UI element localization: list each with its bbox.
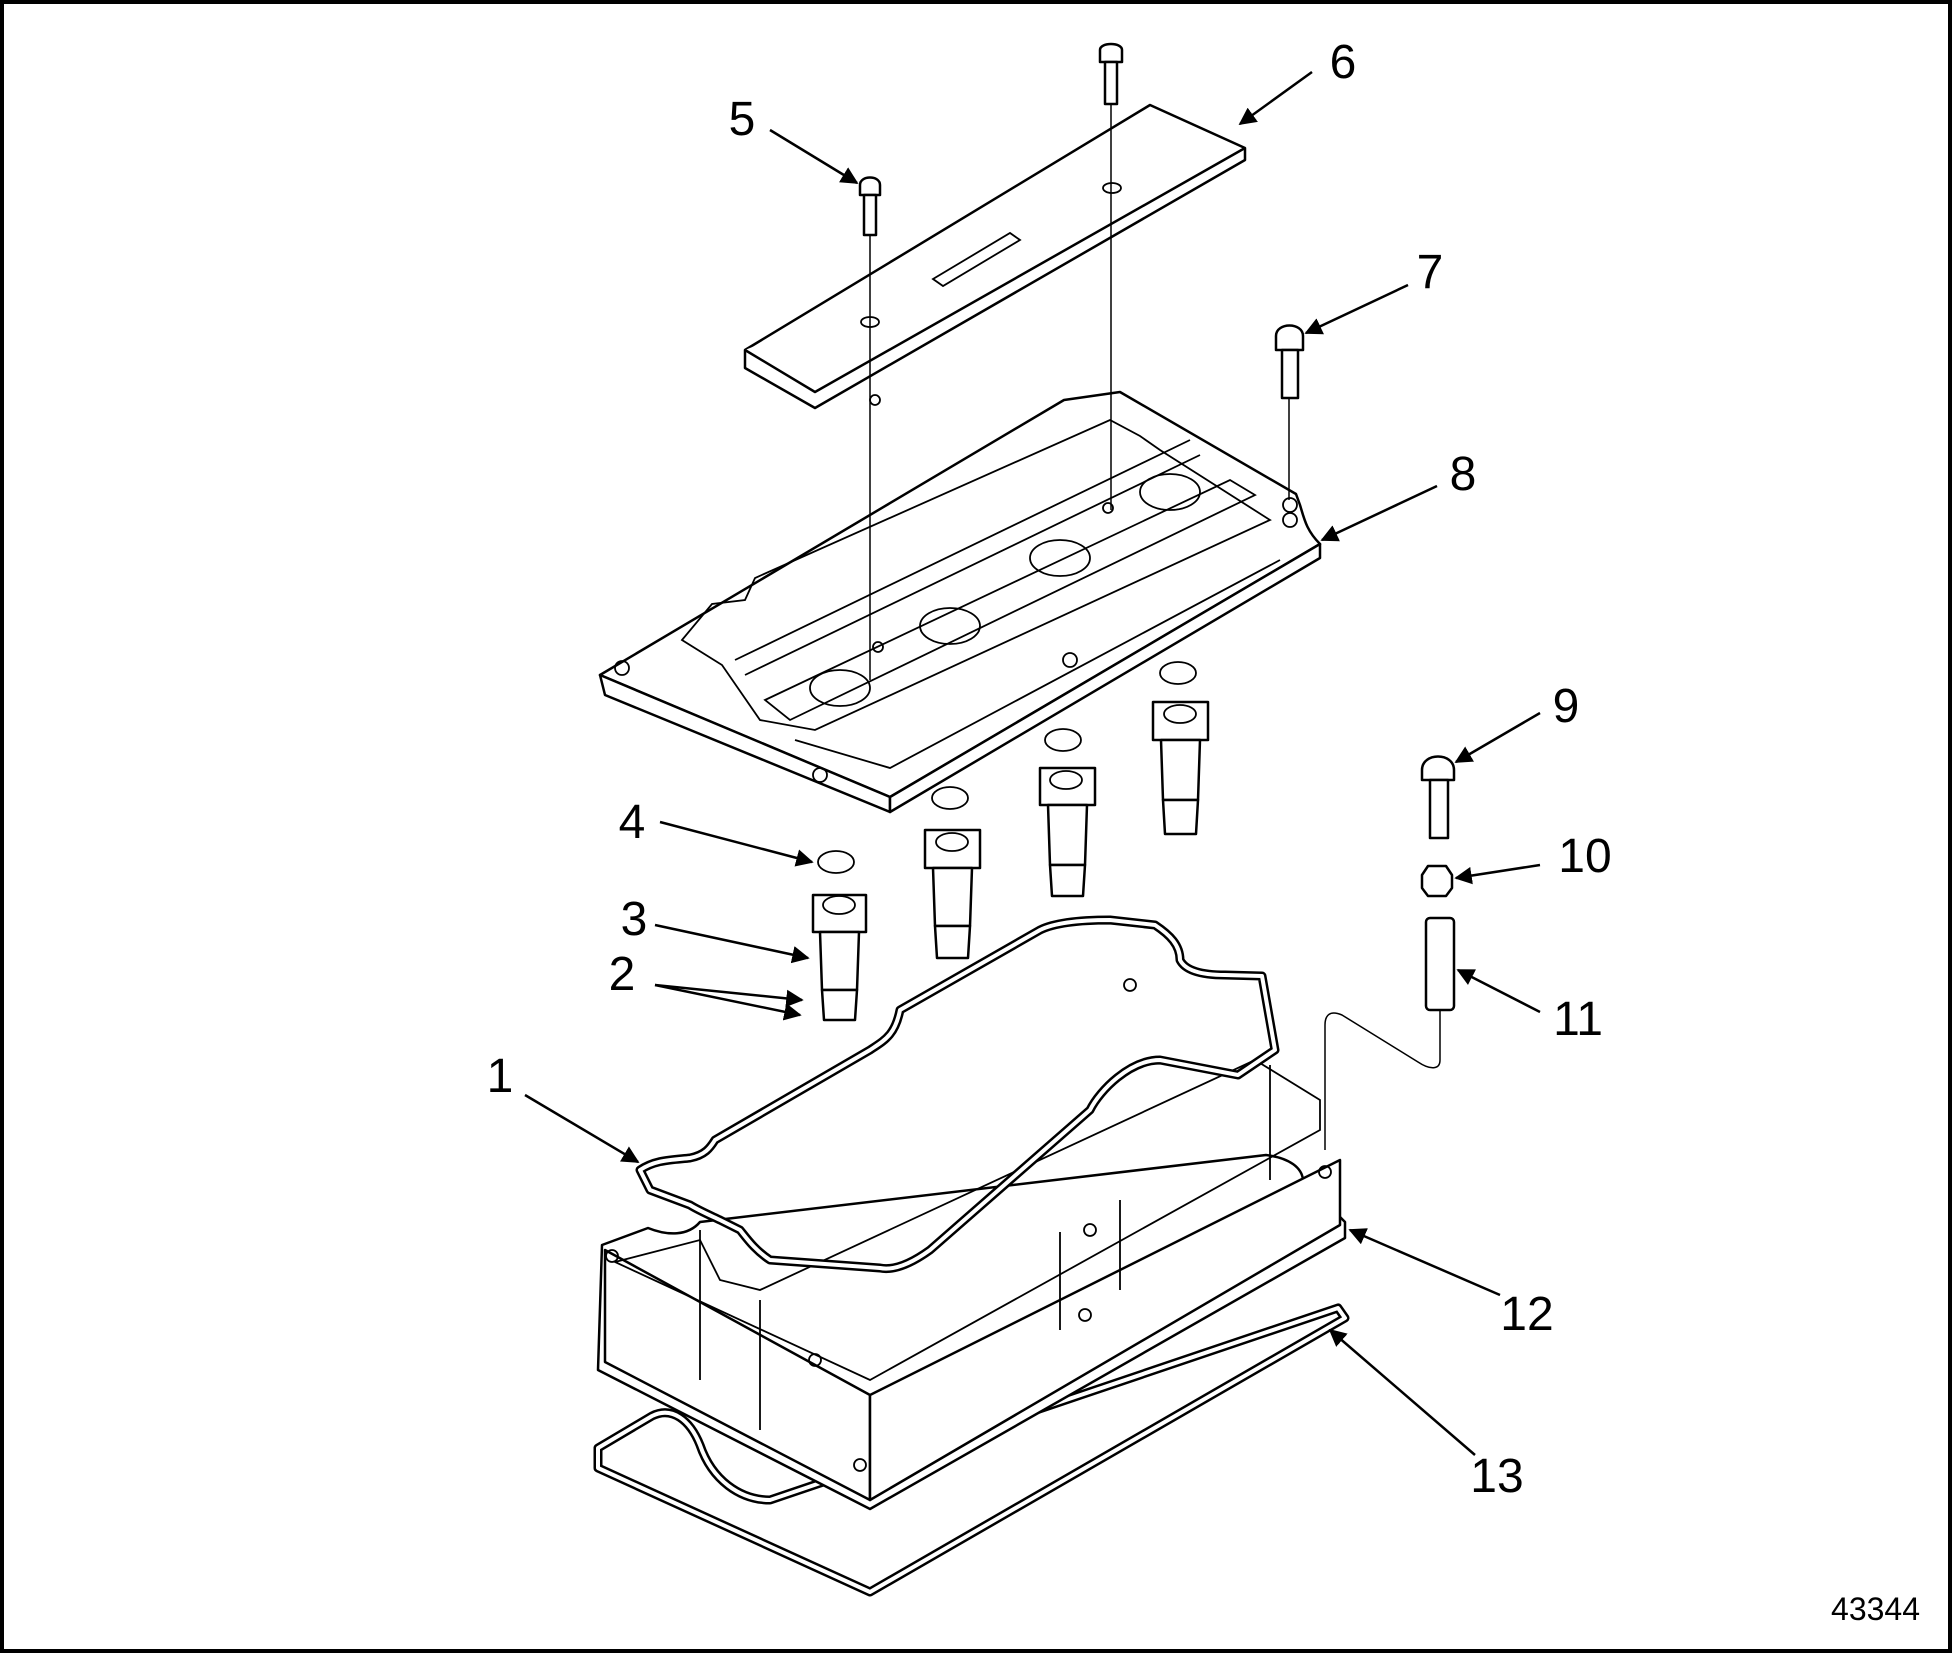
callout-labels: 1 2 3 4 5 6 7 8 9 10 11 12 13 <box>487 36 1612 1503</box>
top-plate-6 <box>743 103 1247 410</box>
injector-sleeve-3 <box>1038 728 1097 898</box>
injector-sleeve-2 <box>923 786 982 960</box>
callout-5: 5 <box>729 93 756 146</box>
callout-7: 7 <box>1417 246 1444 299</box>
callout-13: 13 <box>1470 1450 1523 1503</box>
bolt-9 <box>1420 755 1456 840</box>
callout-10: 10 <box>1558 830 1611 883</box>
figure-number: 43344 <box>1831 1591 1920 1627</box>
bottom-gasket-13 <box>593 1303 1350 1597</box>
stud-11 <box>1424 916 1456 1012</box>
callout-8: 8 <box>1450 448 1477 501</box>
washer-10 <box>1420 864 1454 898</box>
bolt-7 <box>1274 324 1305 400</box>
callout-11: 11 <box>1553 993 1603 1046</box>
callout-3: 3 <box>621 893 648 946</box>
bolt-top <box>1098 42 1124 106</box>
callout-4: 4 <box>619 796 646 849</box>
injector-sleeve-4 <box>1151 661 1210 836</box>
bolt-5 <box>858 176 882 237</box>
cover-plate-8 <box>598 390 1322 814</box>
injector-sleeve-1 <box>811 850 868 1022</box>
base-housing-12 <box>596 978 1347 1511</box>
centerline-stud-11 <box>1324 1010 1441 1150</box>
callout-12: 12 <box>1500 1288 1553 1341</box>
callout-9: 9 <box>1553 680 1580 733</box>
upper-gasket-1 <box>635 915 1280 1274</box>
callout-1: 1 <box>487 1050 514 1103</box>
leader-lines <box>524 70 1541 1456</box>
callout-6: 6 <box>1330 36 1357 89</box>
callout-2: 2 <box>609 948 636 1001</box>
